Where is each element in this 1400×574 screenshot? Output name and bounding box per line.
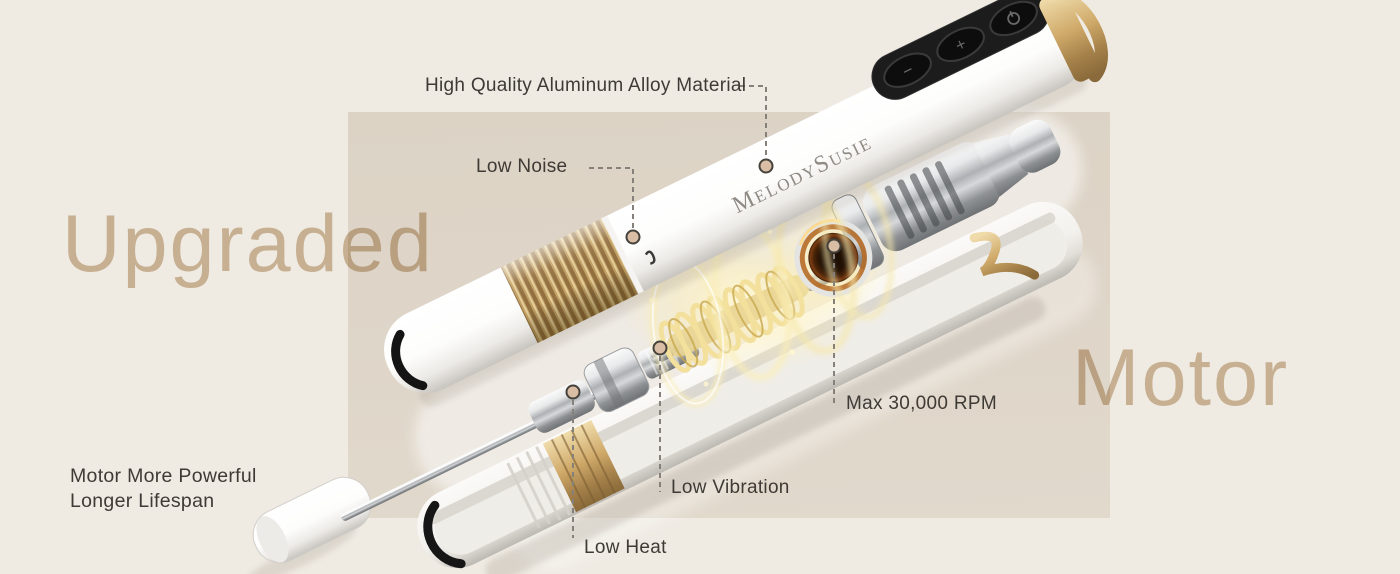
callout-lines [572, 85, 835, 538]
pen-body: MelodySusie − + [384, 0, 1108, 407]
motor [794, 119, 1061, 297]
gold-thread-band [542, 420, 625, 513]
anchor-dot-vibration [652, 340, 668, 356]
anchor-dot-noise [625, 229, 641, 245]
leader-noise [589, 167, 634, 228]
callout-low-vibration: Low Vibration [671, 477, 790, 498]
vent-glyph [644, 250, 656, 265]
leader-material [740, 85, 767, 157]
tagline-line2: Longer Lifespan [70, 490, 215, 512]
tagline-line1: Motor More Powerful [70, 465, 257, 487]
knurled-grip [500, 215, 644, 343]
anchor-dots [565, 158, 842, 400]
rubber-ring [391, 329, 428, 391]
anchor-dot-rpm [826, 238, 842, 254]
callout-material: High Quality Aluminum Alloy Material [425, 75, 747, 96]
big-word-motor: Motor [1072, 333, 1290, 423]
anchor-dot-material [758, 158, 774, 174]
callout-low-noise: Low Noise [476, 156, 568, 177]
big-word-upgraded: Upgraded [62, 199, 434, 289]
minus-button [883, 52, 932, 88]
shell-threads [506, 446, 572, 529]
control-strip: − + [871, 0, 1050, 100]
gold-end-curl [1045, 0, 1108, 83]
power-button [989, 0, 1038, 37]
gold-end-band [1039, 0, 1102, 82]
gold-contact-clip [969, 231, 1040, 280]
callout-max-rpm: Max 30,000 RPM [846, 393, 997, 414]
power-button-icon [1007, 10, 1021, 25]
tagline: Motor More Powerful Longer Lifespan [70, 464, 257, 514]
callout-low-heat: Low Heat [584, 537, 667, 558]
bit-cap [252, 476, 372, 564]
lower-shell [417, 201, 1083, 574]
plus-button [936, 26, 985, 63]
rubber-ring [423, 500, 466, 569]
anchor-dot-heat [565, 384, 581, 400]
